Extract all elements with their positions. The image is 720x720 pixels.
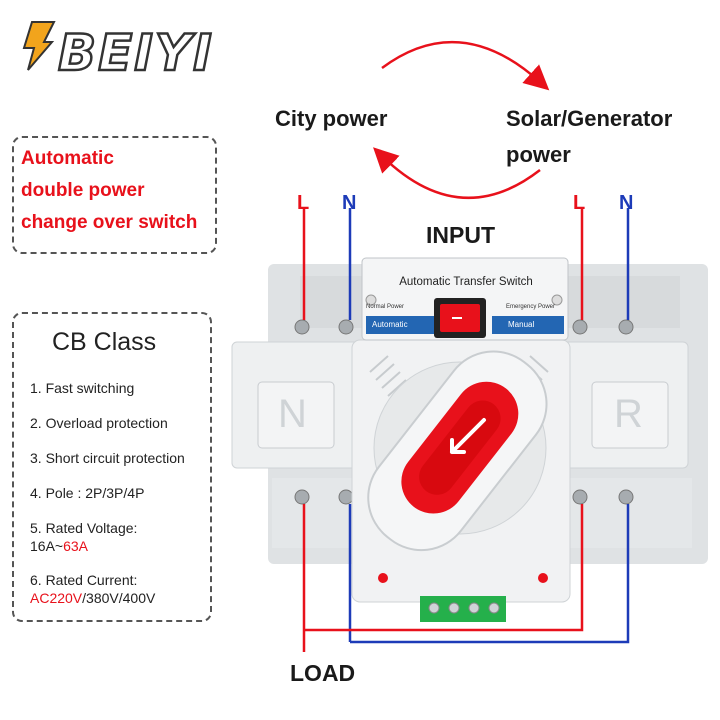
terminal-n-right: N — [619, 192, 634, 214]
normal-power-label: Normal Power — [366, 304, 405, 310]
side-label-r: R — [614, 392, 643, 436]
arrow-bottom-icon — [373, 147, 541, 200]
feature-6-value-b: /380V/400V — [82, 590, 156, 606]
city-power-label: City power — [275, 106, 388, 131]
headline-line-2: double power — [21, 180, 145, 201]
headline-line-3: change over switch — [21, 212, 198, 233]
indicator-led-right — [538, 573, 548, 583]
cb-class-title: CB Class — [52, 328, 157, 356]
feature-5-label: 5. Rated Voltage: — [30, 520, 138, 536]
feature-3: 3. Short circuit protection — [30, 450, 185, 466]
feature-6-value: AC220V/380V/400V — [30, 590, 155, 606]
terminal-l-left: L — [297, 192, 310, 214]
input-label: INPUT — [426, 222, 495, 248]
feature-4: 4. Pole : 2P/3P/4P — [30, 485, 145, 501]
feature-5-value: 16A~63A — [30, 538, 88, 554]
side-button-right — [591, 381, 669, 449]
feature-6-label: 6. Rated Current: — [30, 572, 138, 588]
handle-arrow-icon — [450, 418, 486, 454]
arrow-top-icon — [381, 40, 550, 91]
feature-5-value-a: 16A~ — [30, 538, 64, 554]
feature-6-value-a: AC220V — [30, 590, 83, 606]
brand-logo-text: BEIYI — [57, 23, 214, 84]
feature-1: 1. Fast switching — [30, 380, 135, 396]
load-label: LOAD — [290, 660, 356, 686]
manual-label: Manual — [508, 320, 535, 329]
headline-box: Automatic double power change over switc… — [12, 136, 217, 254]
terminal-screws — [294, 319, 634, 505]
bolt-icon — [22, 21, 56, 71]
indicator-led-left — [378, 573, 388, 583]
solar-generator-label-2: power — [506, 142, 571, 167]
side-label-n: N — [278, 392, 307, 436]
headline-line-1: Automatic — [21, 148, 114, 169]
side-button-left — [257, 381, 335, 449]
cb-class-box: CB Class 1. Fast switching 2. Overload p… — [12, 312, 212, 622]
feature-2: 2. Overload protection — [30, 415, 168, 431]
automatic-label: Automatic — [372, 320, 408, 329]
panel-title: Automatic Transfer Switch — [399, 276, 533, 288]
feature-5-value-b: 63A — [63, 538, 89, 554]
solar-generator-label: Solar/Generator — [506, 106, 673, 131]
emergency-power-label: Emergency Power — [506, 304, 556, 310]
terminal-n-left: N — [342, 192, 357, 214]
brand-logo: BEIYI — [18, 14, 213, 83]
